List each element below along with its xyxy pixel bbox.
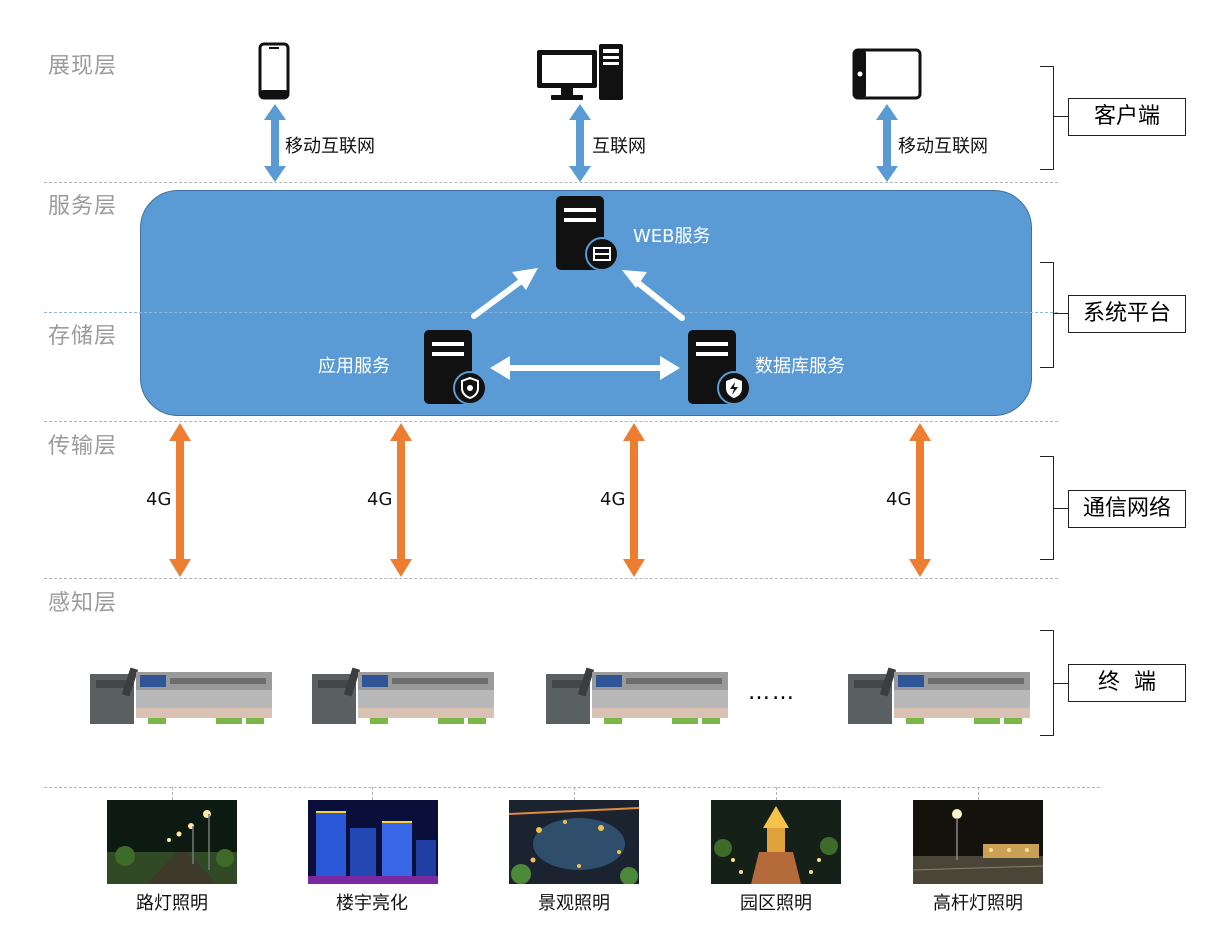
layer-label-presentation: 展现层 [48,54,118,79]
layer-label-perception: 感知层 [48,591,118,616]
layer-divider [44,578,1058,579]
layer-label-transport: 传输层 [48,434,118,459]
application-connector [776,787,777,800]
network-link-arrow [623,423,645,577]
landscape-lighting-photo [509,800,639,884]
desktop-computer-icon [535,42,625,102]
client-link-arrow [569,104,591,182]
db-to-web-arrow [629,275,685,321]
client-link-arrow [264,104,286,182]
more-devices-ellipsis: …… [748,680,796,705]
platform-flow-arrows [471,268,685,380]
network-link-arrow [169,423,191,577]
application-connector [978,787,979,800]
application-label: 园区照明 [740,893,812,914]
application-label: 景观照明 [538,893,610,914]
client-link-label: 移动互联网 [285,136,375,157]
layer-divider [44,182,1058,183]
database-server-icon [688,330,754,406]
layer-label-storage: 存储层 [48,324,118,349]
network-4g-label: 4G [367,489,393,510]
client-link-label: 互联网 [592,136,646,157]
network-bracket-tick [1053,508,1068,509]
network-4g-label: 4G [600,489,626,510]
lighting-controller-device-icon [86,664,276,728]
layer-label-service: 服务层 [48,194,118,219]
client-link-label: 移动互联网 [898,136,988,157]
application-label: 路灯照明 [136,893,208,914]
lighting-controller-device-icon [542,664,732,728]
terminal-bracket [1040,630,1054,736]
application-label: 高杆灯照明 [933,893,1023,914]
network-link-arrow [909,423,931,577]
client-category-box: 客户端 [1068,98,1186,136]
platform-bracket [1040,262,1054,368]
network-link-arrow [390,423,412,577]
layer-divider [44,312,1058,313]
platform-bracket-tick [1053,313,1068,314]
high-mast-lighting-photo [913,800,1043,884]
building-lighting-photo [308,800,438,884]
lighting-controller-device-icon [308,664,498,728]
db-service-label: 数据库服务 [755,356,845,377]
app-to-web-arrow [471,273,531,319]
layer-divider [44,421,1058,422]
tablet-icon [852,48,922,100]
app-server-icon [424,330,490,406]
platform-category-box: 系统平台 [1068,295,1186,333]
terminal-category-box: 终 端 [1068,664,1186,702]
application-divider [44,787,1100,788]
app-service-label: 应用服务 [318,356,390,377]
smartphone-icon [258,42,290,100]
network-4g-label: 4G [886,489,912,510]
web-server-icon [556,196,622,272]
street-lighting-photo [107,800,237,884]
client-bracket-tick [1053,116,1068,117]
application-connector [172,787,173,800]
network-4g-label: 4G [146,489,172,510]
network-bracket [1040,456,1054,560]
web-service-label: WEB服务 [633,226,711,247]
client-link-arrow [876,104,898,182]
lighting-controller-device-icon [844,664,1034,728]
client-bracket [1040,66,1054,170]
application-label: 楼宇亮化 [336,893,408,914]
park-lighting-photo [711,800,841,884]
application-connector [574,787,575,800]
terminal-bracket-tick [1053,683,1068,684]
application-connector [372,787,373,800]
network-category-box: 通信网络 [1068,490,1186,528]
